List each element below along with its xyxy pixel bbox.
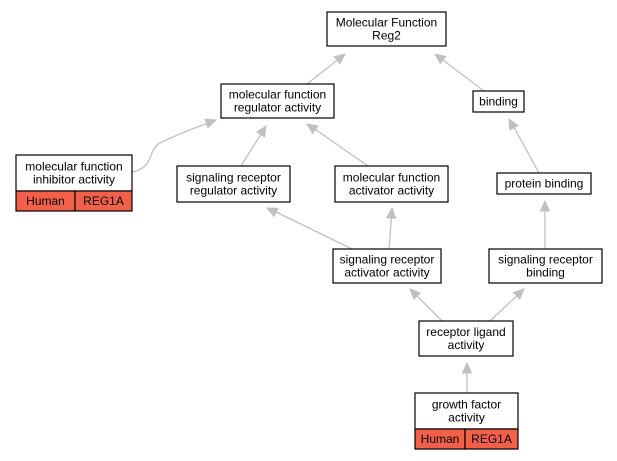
arrowhead-icon (265, 207, 279, 218)
arrowhead-icon (255, 124, 267, 138)
node-label-line: activity (448, 338, 485, 352)
arrowhead-icon (461, 361, 473, 374)
edge-growth_factor-to-receptor_ligand (461, 361, 473, 393)
edge-sr_activator-to-mf_activator (385, 206, 397, 250)
node-label-line: signaling receptor (498, 253, 593, 267)
node-label-line: activator activity (344, 266, 429, 280)
arrowhead-icon (512, 288, 525, 301)
node-label-line: activator activity (349, 184, 434, 198)
arrowhead-icon (333, 53, 346, 65)
edge-receptor_ligand-to-sr_activator (409, 288, 443, 322)
node-label-line: Reg2 (372, 29, 401, 43)
arrowhead-icon (409, 288, 422, 301)
node-box (418, 320, 514, 357)
edge-receptor_ligand-to-sr_binding (489, 288, 525, 322)
node-label-line: inhibitor activity (33, 173, 115, 187)
annotation-gene-cell (74, 190, 133, 212)
node-protein-binding[interactable]: protein binding (496, 172, 592, 195)
arrowhead-icon (434, 53, 447, 65)
annotation-species: Human (26, 194, 65, 208)
edge-mf_activator-to-mf_regulator (305, 123, 369, 167)
annotation-gene: REG1A (83, 194, 124, 208)
node-box (488, 248, 603, 284)
node-box (220, 83, 335, 119)
arrowhead-icon (508, 117, 519, 131)
annotation-species: Human (421, 432, 460, 446)
node-label-line: regulator activity (190, 184, 277, 198)
node-box (326, 11, 447, 47)
node-box (176, 165, 291, 203)
annotation-gene-cell (464, 428, 519, 450)
node-label-line: protein binding (505, 177, 584, 191)
node-label-line: molecular function (343, 171, 440, 185)
edge-binding-to-root (434, 53, 485, 92)
edge-sr_regulator-to-mf_regulator (240, 124, 267, 167)
edge-line (131, 120, 215, 173)
annotation-gene: REG1A (471, 432, 512, 446)
node-box (472, 90, 525, 113)
arrowhead-icon (204, 118, 218, 129)
node-label-line: signaling receptor (186, 171, 281, 185)
node-box (334, 165, 449, 203)
node-label-line: regulator activity (234, 101, 321, 115)
node-label-line: signaling receptor (340, 253, 435, 267)
node-label-line: activity (448, 411, 485, 425)
node-label-line: binding (479, 95, 518, 109)
node-label-line: receptor ligand (426, 325, 505, 339)
node-box (15, 154, 133, 192)
edge-mf_regulator-to-root (306, 53, 346, 85)
node-box (332, 248, 442, 284)
arrowhead-icon (385, 206, 397, 219)
edge-sr_activator-to-sr_regulator (265, 207, 353, 250)
edge-protein_binding-to-binding (508, 117, 540, 174)
node-binding[interactable]: binding (472, 90, 525, 113)
node-label-line: molecular function (25, 160, 122, 174)
edge-sr_binding-to-protein_binding (539, 199, 551, 249)
node-box (414, 392, 519, 430)
arrowhead-icon (305, 123, 319, 135)
edge-mf_inhibitor-to-mf_regulator (131, 118, 218, 173)
edge-line (308, 124, 369, 167)
edge-line (509, 119, 540, 174)
node-label-line: binding (526, 266, 565, 280)
node-label-line: growth factor (432, 398, 501, 412)
arrowhead-icon (539, 199, 551, 212)
node-box (496, 172, 592, 195)
edge-line (271, 209, 353, 250)
node-label-line: molecular function (229, 88, 326, 102)
edge-layer (131, 53, 551, 393)
node-label-line: Molecular Function (336, 16, 437, 30)
